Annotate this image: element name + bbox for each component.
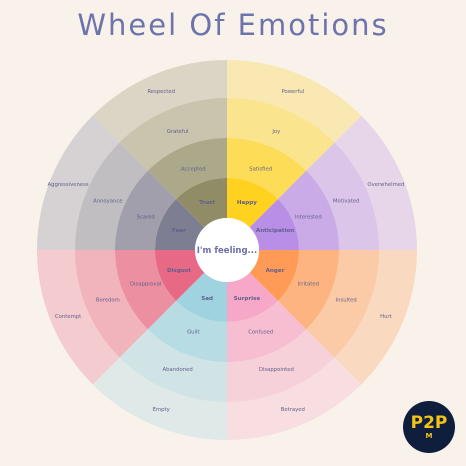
- emotion-label-anticipation: Anticipation: [256, 228, 294, 234]
- emotion-label-betrayed: Betrayed: [281, 407, 305, 413]
- center-label: I'm feeling...: [197, 246, 257, 256]
- wheel-segment-disappointed: [227, 329, 335, 402]
- emotion-label-boredom: Boredom: [96, 297, 120, 303]
- emotion-label-confused: Confused: [248, 329, 273, 335]
- emotion-label-guilt: Guilt: [187, 329, 199, 335]
- emotion-label-contempt: Contempt: [55, 314, 81, 320]
- emotion-label-happy: Happy: [237, 200, 257, 206]
- emotion-label-overwhelmed: Overwhelmed: [367, 182, 404, 188]
- wheel-segment-overwhelmed: [334, 115, 417, 250]
- wheel-segment-powerful: [227, 60, 362, 143]
- emotion-label-scared: Scared: [137, 214, 155, 220]
- wheel-segment-scared: [115, 170, 177, 250]
- wheel-segment-anticipation: [249, 199, 299, 250]
- wheel-segment-disgust: [155, 250, 205, 301]
- emotion-label-motivated: Motivated: [333, 199, 359, 205]
- emotion-label-interested: Interested: [295, 214, 322, 220]
- emotion-label-anger: Anger: [266, 268, 285, 274]
- logo-text: P2P: [410, 412, 448, 433]
- emotion-label-sad: Sad: [201, 296, 213, 302]
- emotion-label-disappointed: Disappointed: [259, 367, 294, 373]
- wheel-segment-satisfied: [227, 138, 307, 200]
- center-circle: [195, 218, 259, 282]
- wheel-segment-annoyance: [75, 142, 148, 250]
- wheel-segment-grateful: [119, 98, 227, 171]
- emotion-label-annoyance: Annoyance: [93, 199, 123, 205]
- wheel-segment-abandoned: [119, 329, 227, 402]
- wheel-segment-insulted: [306, 250, 379, 358]
- wheel-segment-boredom: [75, 250, 148, 358]
- logo-mark: M: [425, 431, 433, 440]
- wheel-segment-guilt: [147, 300, 227, 362]
- wheel-segment-contempt: [37, 250, 120, 385]
- wheel-segment-disapproval: [115, 250, 177, 330]
- emotion-label-fear: Fear: [172, 228, 186, 234]
- p2p-logo: P2P M: [403, 401, 455, 453]
- wheel-segment-sad: [176, 272, 227, 322]
- wheel-segment-surprise: [227, 272, 278, 322]
- emotion-label-hurt: Hurt: [380, 314, 392, 320]
- emotion-label-insulted: Insulted: [336, 297, 357, 303]
- emotion-label-grateful: Grateful: [167, 129, 189, 135]
- wheel-segment-hurt: [334, 250, 417, 385]
- emotion-label-disgust: Disgust: [167, 268, 191, 274]
- emotion-label-disapproval: Disapproval: [130, 282, 161, 288]
- wheel-segment-empty: [92, 357, 227, 440]
- wheel-segment-fear: [155, 199, 205, 250]
- emotion-label-abandoned: Abandoned: [163, 367, 193, 373]
- wheel-segment-respected: [92, 59, 227, 143]
- wheel-segment-happy: [227, 178, 278, 228]
- wheel-sectors: [37, 59, 417, 440]
- wheel-segment-aggressiveness: [37, 115, 120, 250]
- wheel-segment-interested: [277, 170, 339, 250]
- wheel-segment-anger: [249, 250, 299, 301]
- emotion-label-irritated: Irritated: [298, 282, 319, 288]
- emotion-label-surprise: Surprise: [234, 296, 261, 302]
- emotion-label-satisfied: Satisfied: [249, 167, 272, 173]
- wheel-segment-joy: [227, 98, 335, 171]
- wheel-segment-betrayed: [227, 357, 362, 440]
- wheel-segment-accepted: [147, 138, 227, 200]
- emotion-label-powerful: Powerful: [281, 89, 304, 95]
- emotion-label-trust: Trust: [199, 200, 215, 206]
- page-title: Wheel Of Emotions: [77, 8, 389, 42]
- wheel-segment-motivated: [306, 142, 379, 250]
- emotion-label-accepted: Accepted: [181, 167, 206, 173]
- emotion-label-aggressiveness: Aggressiveness: [47, 182, 88, 188]
- emotion-label-empty: Empty: [153, 407, 170, 413]
- wheel-segment-irritated: [277, 250, 339, 330]
- emotion-label-respected: Respected: [147, 89, 175, 95]
- wheel-segment-trust: [176, 178, 227, 228]
- emotion-label-joy: Joy: [271, 129, 280, 135]
- wheel-segment-confused: [227, 300, 307, 362]
